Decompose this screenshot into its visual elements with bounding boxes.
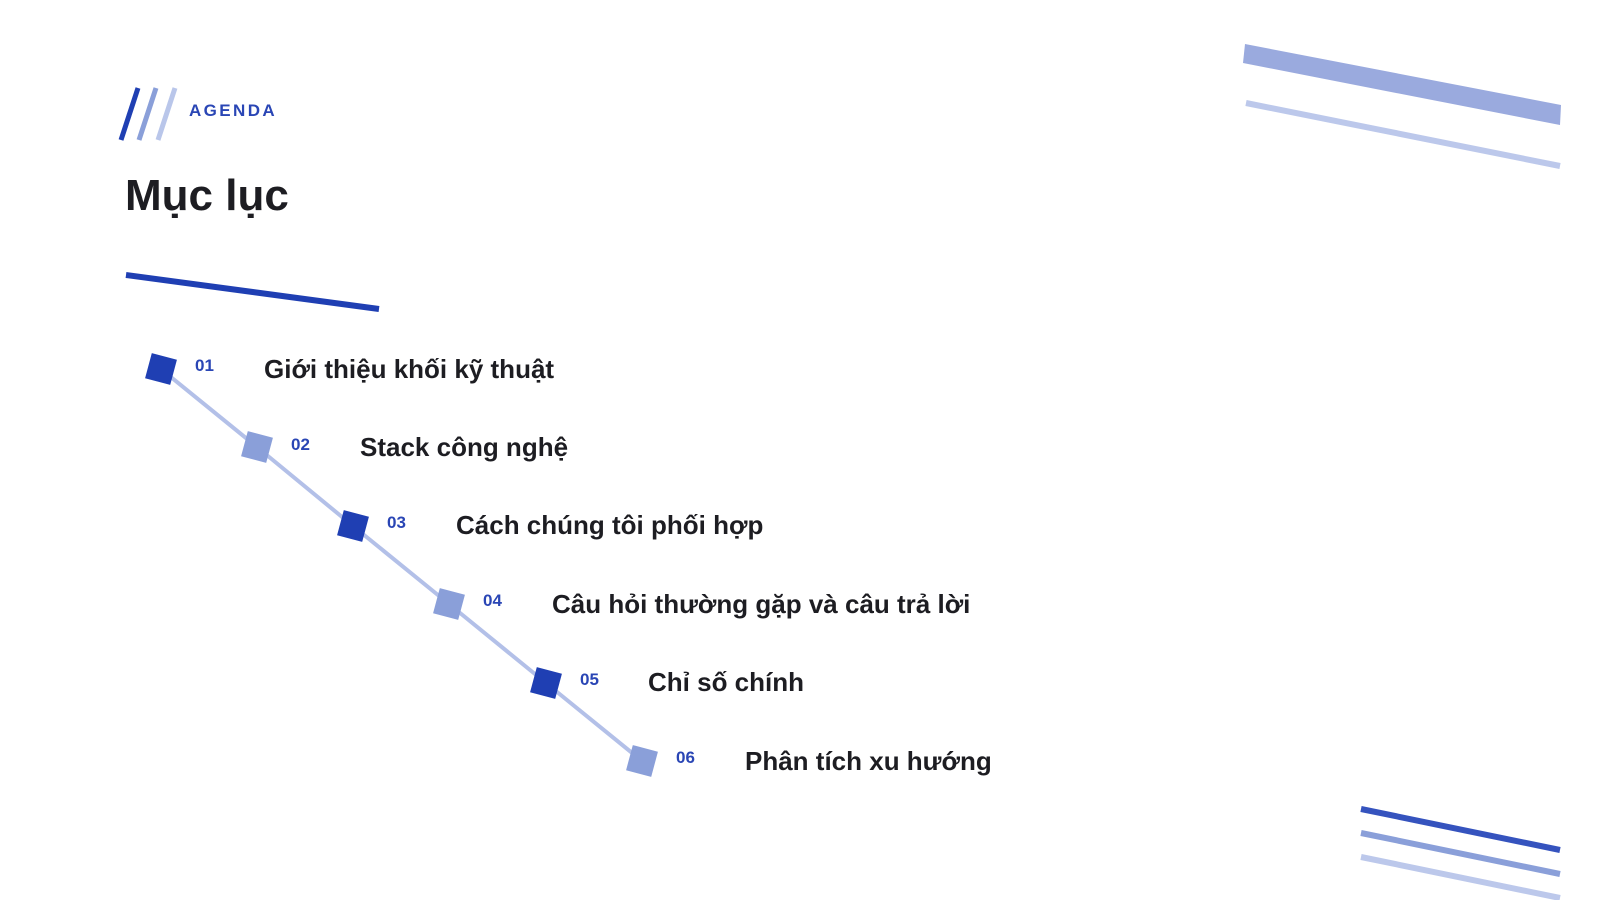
timeline-markers: [145, 353, 658, 777]
agenda-item-label-2: Stack công nghệ: [360, 432, 569, 462]
agenda-item-label-5: Chỉ số chính: [648, 667, 804, 697]
agenda-item-number-4: 04: [483, 591, 502, 610]
timeline-marker-5: [530, 667, 562, 699]
agenda-item-number-2: 02: [291, 435, 310, 454]
eyebrow-slash-2: [136, 87, 159, 141]
eyebrow-slash-1: [118, 87, 141, 141]
agenda-item-label-3: Cách chúng tôi phối hợp: [456, 510, 764, 540]
timeline-marker-2: [241, 431, 273, 463]
timeline-marker-3: [337, 510, 369, 542]
corner-bar-top-thick: [1243, 44, 1561, 125]
timeline-marker-6: [626, 745, 658, 777]
agenda-item-label-1: Giới thiệu khối kỹ thuật: [264, 354, 555, 384]
agenda-item-number-6: 06: [676, 748, 695, 767]
eyebrow-slash-3: [155, 87, 178, 141]
agenda-item-number-5: 05: [580, 670, 599, 689]
corner-bar-bottom-2: [1360, 830, 1561, 877]
corner-bar-top-thin: [1245, 100, 1561, 169]
corner-bar-bottom-1: [1360, 806, 1561, 853]
agenda-item-label-4: Câu hỏi thường gặp và câu trả lời: [552, 589, 971, 619]
agenda-item-label-6: Phân tích xu hướng: [745, 746, 992, 776]
title-underline: [125, 272, 380, 312]
corner-bar-bottom-3: [1360, 854, 1561, 900]
timeline-marker-1: [145, 353, 177, 385]
agenda-item-number-3: 03: [387, 513, 406, 532]
section-eyebrow: AGENDA: [189, 101, 278, 120]
agenda-item-number-1: 01: [195, 356, 214, 375]
page-title: Mục lục: [125, 171, 289, 220]
timeline-connector: [159, 367, 644, 763]
timeline-marker-4: [433, 588, 465, 620]
